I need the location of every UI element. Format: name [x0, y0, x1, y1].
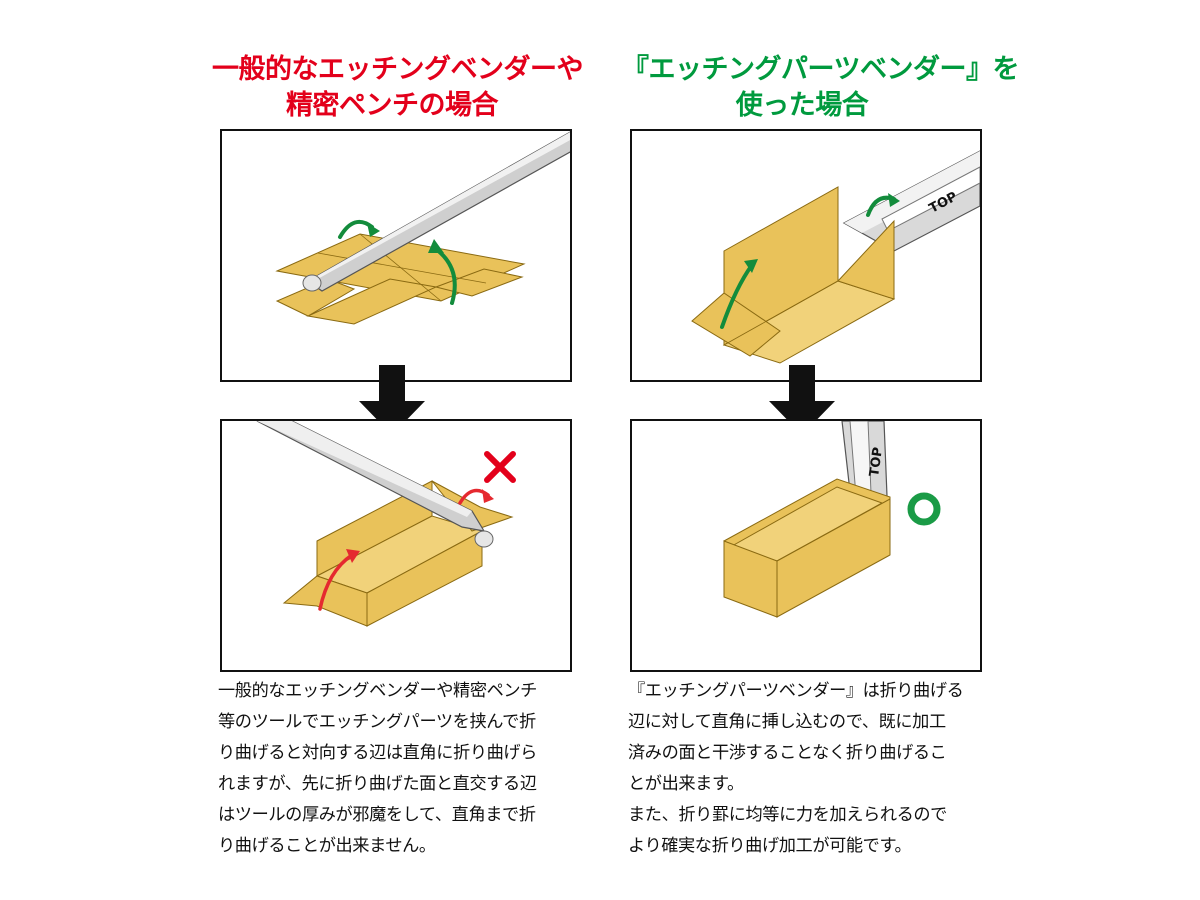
- arrow-head: [744, 259, 758, 273]
- arrow-head: [367, 223, 380, 237]
- bender-insert-illustration: TOP: [691, 150, 980, 364]
- down-arrow-icon: [769, 365, 835, 435]
- arrow-head: [888, 193, 900, 207]
- left-heading-line-2: 精密ペンチの場合: [286, 90, 499, 121]
- flat-part-right: [434, 268, 524, 297]
- left-desc-line: 等のツールでエッチングパーツを挟んで折: [218, 712, 536, 732]
- right-heading-line-2: 使った場合: [735, 90, 869, 121]
- down-arrow-icon: [359, 365, 425, 435]
- left-panel-after: [220, 419, 572, 672]
- right-panel-before: TOP: [630, 129, 982, 382]
- left-desc-line: り曲げると対向する辺は直角に折り曲げら: [218, 743, 537, 763]
- right-description: 『エッチングパーツベンダー』は折り曲げる 辺に対して直角に挿し込むので、既に加工…: [628, 676, 988, 862]
- right-desc-line: より確実な折り曲げ加工が可能です。: [628, 836, 912, 856]
- right-heading: 『エッチングパーツベンダー』を 使った場合: [622, 52, 1019, 124]
- arrow-head: [346, 549, 360, 563]
- part-front-wall: [837, 219, 895, 300]
- pliers-jaw: [256, 421, 486, 532]
- arrow-head: [428, 239, 444, 253]
- pliers-blocked-illustration: [256, 421, 516, 627]
- channel-end-flap: [282, 575, 368, 627]
- left-desc-line: り曲げることが出来ません。: [218, 836, 436, 856]
- left-desc-line: 一般的なエッチングベンダーや精密ペンチ: [218, 681, 537, 701]
- left-desc-line: れますが、先に折り曲げた面と直交する辺: [218, 774, 537, 794]
- cross-mark-icon: [484, 451, 516, 483]
- curved-arrow-icon: [338, 219, 374, 239]
- pliers-flat-illustration: [275, 131, 570, 325]
- arrow-head: [482, 489, 494, 503]
- right-desc-line: 『エッチングパーツベンダー』は折り曲げる: [628, 681, 964, 701]
- left-panel-before: [220, 129, 572, 382]
- right-heading-line-1: 『エッチングパーツベンダー』を: [622, 54, 1019, 85]
- circle-mark-icon: [907, 492, 941, 526]
- left-heading: 一般的なエッチングベンダーや 精密ペンチの場合: [212, 52, 584, 124]
- left-heading-line-1: 一般的なエッチングベンダーや: [212, 54, 584, 85]
- part-end-flap: [691, 292, 781, 357]
- left-description: 一般的なエッチングベンダーや精密ペンチ 等のツールでエッチングパーツを挟んで折 …: [218, 676, 578, 862]
- right-desc-line: とが出来ます。: [628, 774, 744, 794]
- right-desc-line: 辺に対して直角に挿し込むので、既に加工: [628, 712, 946, 732]
- right-desc-line: また、折り罫に均等に力を加えられるので: [628, 805, 947, 825]
- bender-tool-label: TOP: [867, 446, 886, 477]
- curved-arrow-icon: [318, 553, 354, 611]
- right-desc-line: 済みの面と干渉することなく折り曲げるこ: [628, 743, 947, 763]
- left-desc-line: はツールの厚みが邪魔をして、直角まで折: [218, 805, 536, 825]
- right-panel-after: TOP: [630, 419, 982, 672]
- curved-arrow-icon: [720, 263, 754, 329]
- bender-result-illustration: TOP: [723, 421, 941, 618]
